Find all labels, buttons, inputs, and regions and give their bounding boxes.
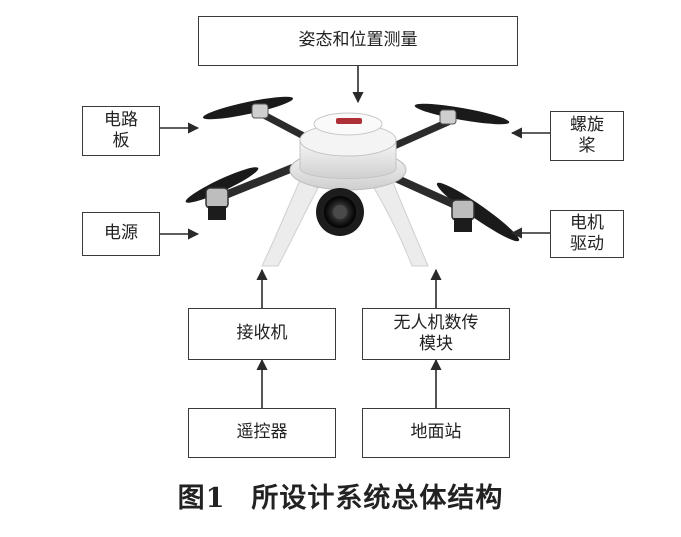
propeller-label-line2: 桨	[578, 136, 596, 156]
power-box: 电源	[82, 212, 160, 256]
datalink-label-line1: 无人机数传	[393, 312, 479, 333]
power-label: 电源	[104, 223, 138, 244]
propeller-top-left	[202, 96, 294, 120]
ground-station-box: 地面站	[362, 408, 510, 458]
motor-drive-label-line2: 驱动	[570, 234, 604, 254]
remote-control-label: 遥控器	[236, 422, 288, 443]
circuit-board-label-line1: 电路	[104, 109, 138, 130]
datalink-label-line2: 模块	[419, 334, 453, 354]
attitude-position-label: 姿态和位置测量	[298, 30, 418, 51]
remote-control-box: 遥控器	[188, 408, 336, 458]
figure-number: 图1	[177, 483, 226, 514]
motor-drive-label-line1: 电机	[570, 212, 604, 233]
motor-drive-box: 电机 驱动	[550, 210, 624, 258]
attitude-position-box: 姿态和位置测量	[198, 16, 518, 66]
circuit-board-label-line2: 板	[112, 131, 130, 151]
connector-arrows	[160, 66, 550, 408]
propeller-box: 螺旋 桨	[550, 111, 624, 161]
propeller-bottom-right	[436, 182, 520, 242]
figure-title: 所设计系统总体结构	[251, 483, 504, 514]
quadcopter-illustration	[185, 96, 520, 267]
ground-station-label: 地面站	[410, 422, 462, 443]
figure-caption: 图1 所设计系统总体结构	[0, 476, 681, 515]
propeller-top-right	[414, 103, 510, 125]
datalink-box: 无人机数传 模块	[362, 308, 510, 360]
propeller-label-line1: 螺旋	[570, 114, 604, 135]
propeller-bottom-left	[185, 167, 259, 203]
receiver-box: 接收机	[188, 308, 336, 360]
circuit-board-box: 电路 板	[82, 106, 160, 156]
receiver-label: 接收机	[236, 323, 288, 344]
